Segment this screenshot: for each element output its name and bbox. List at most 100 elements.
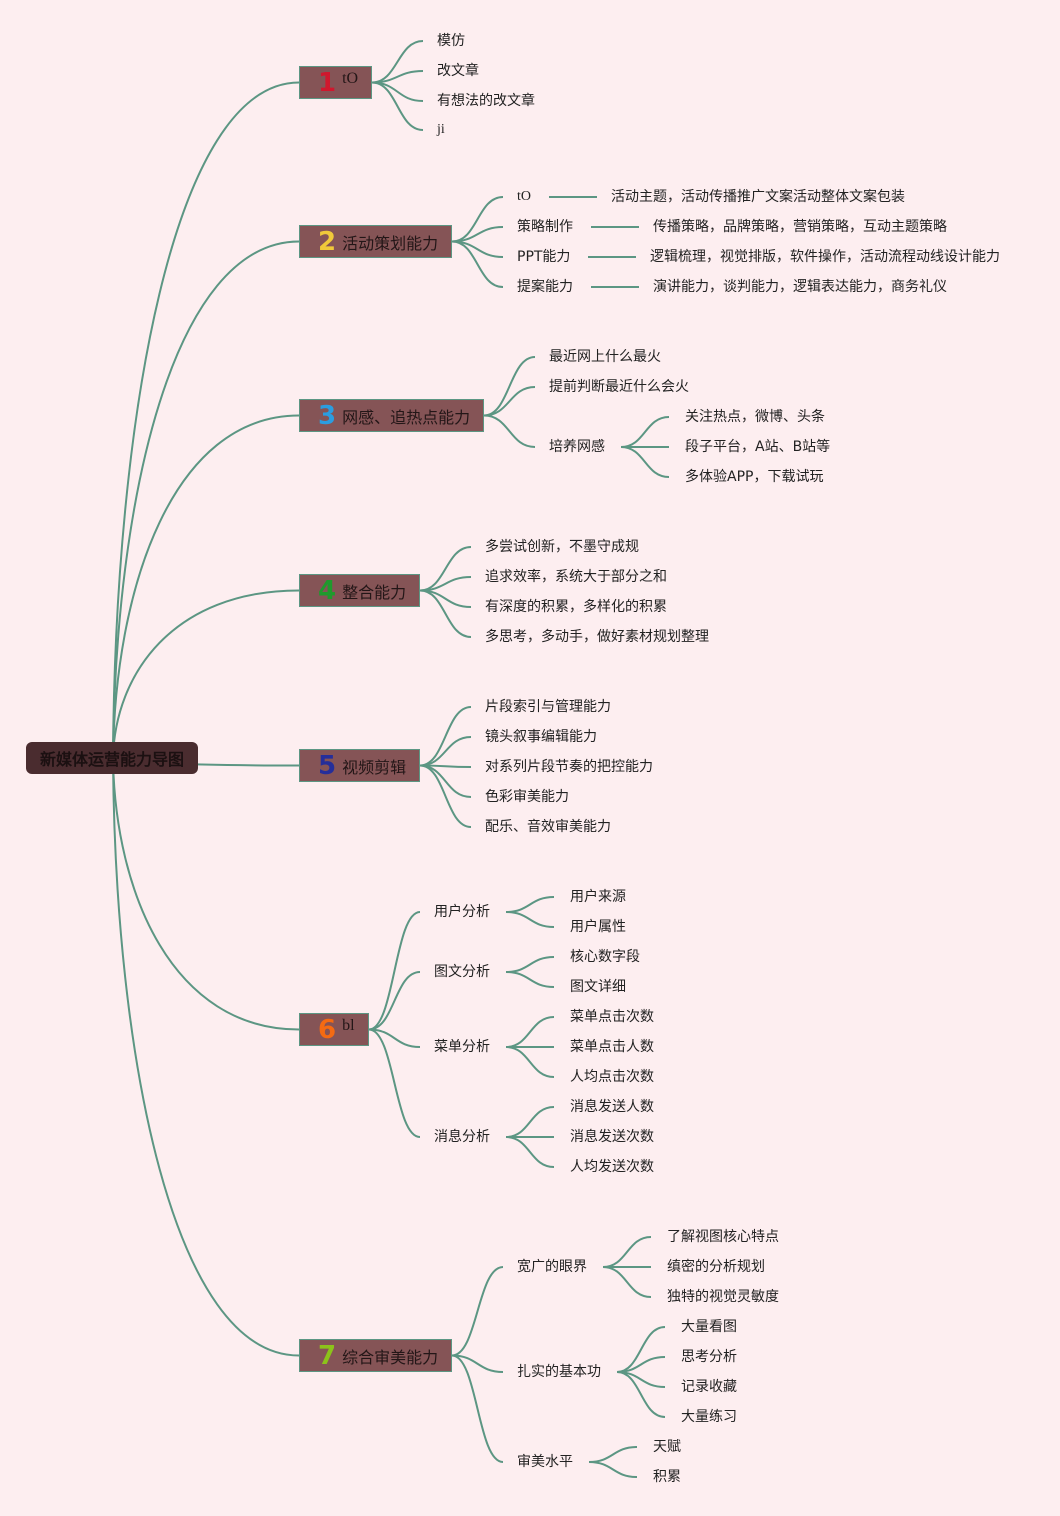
leaf-node[interactable]: 最近网上什么最火 — [549, 349, 661, 365]
leaf-node[interactable]: PPT能力 — [517, 249, 571, 265]
leaf-node[interactable]: 审美水平 — [517, 1454, 573, 1470]
leaf-node[interactable]: 菜单分析 — [434, 1039, 490, 1055]
branch-connector — [419, 764, 472, 828]
leaf-node[interactable]: 提前判断最近什么会火 — [549, 379, 689, 395]
leaf-node[interactable]: 独特的视觉灵敏度 — [667, 1289, 779, 1305]
branch-connector — [419, 764, 472, 798]
leaf-node[interactable]: 配乐、音效审美能力 — [485, 819, 611, 835]
leaf-node[interactable]: 了解视图核心特点 — [667, 1229, 779, 1245]
branch-1[interactable]: 1 tO — [299, 66, 372, 99]
sub-connector — [602, 1236, 652, 1268]
leaf-node[interactable]: 扎实的基本功 — [517, 1364, 601, 1380]
leaf-node[interactable]: ji — [437, 122, 445, 137]
leaf-node[interactable]: 片段索引与管理能力 — [485, 699, 611, 715]
leaf-node[interactable]: 天赋 — [653, 1439, 681, 1455]
leaf-node[interactable]: 菜单点击人数 — [570, 1039, 654, 1055]
leaf-node[interactable]: 宽广的眼界 — [517, 1259, 587, 1275]
branch-4[interactable]: 4 整合能力 — [299, 574, 420, 607]
trunk-connector — [112, 81, 300, 759]
branch-label: bl — [342, 1017, 355, 1034]
sub-connector — [602, 1266, 652, 1298]
branch-7[interactable]: 7 综合审美能力 — [299, 1339, 452, 1372]
root-node[interactable]: 新媒体运营能力导图 — [26, 742, 198, 774]
leaf-node[interactable]: 消息分析 — [434, 1129, 490, 1145]
detail-node[interactable]: 逻辑梳理，视觉排版，软件操作，活动流程动线设计能力 — [650, 249, 1000, 265]
branch-connector — [368, 1028, 421, 1138]
leaf-node[interactable]: 培养网感 — [549, 439, 605, 455]
branch-connector — [451, 240, 504, 288]
leaf-node[interactable]: 色彩审美能力 — [485, 789, 569, 805]
number-badge-6: 6 — [318, 1014, 337, 1045]
leaf-node[interactable]: 对系列片段节奏的把控能力 — [485, 759, 653, 775]
branch-connector — [368, 1028, 421, 1048]
trunk-connector — [112, 589, 300, 759]
sub-connector — [588, 1461, 638, 1478]
sub-connector — [616, 1371, 666, 1418]
leaf-node[interactable]: 图文分析 — [434, 964, 490, 980]
root-label: 新媒体运营能力导图 — [39, 750, 184, 769]
number-badge-3: 3 — [318, 400, 337, 431]
leaf-node[interactable]: 多思考，多动手，做好素材规划整理 — [485, 629, 709, 645]
branch-connector — [483, 356, 536, 417]
leaf-node[interactable]: 有想法的改文章 — [437, 93, 535, 109]
leaf-node[interactable]: 图文详细 — [570, 979, 626, 995]
leaf-node[interactable]: 用户来源 — [570, 889, 626, 905]
number-badge-1: 1 — [318, 67, 337, 98]
leaf-node[interactable]: 人均点击次数 — [570, 1069, 654, 1085]
branch-connector — [451, 1354, 504, 1373]
leaf-node[interactable]: 思考分析 — [681, 1349, 737, 1365]
branch-label: 网感、追热点能力 — [342, 407, 471, 427]
leaf-node[interactable]: 缜密的分析规划 — [667, 1259, 765, 1275]
leaf-node[interactable]: 记录收藏 — [681, 1379, 737, 1395]
detail-node[interactable]: 活动主题，活动传播推广文案活动整体文案包装 — [611, 189, 905, 205]
leaf-node[interactable]: 追求效率，系统大于部分之和 — [485, 569, 667, 585]
number-badge-5: 5 — [318, 750, 337, 781]
leaf-node[interactable]: 大量练习 — [681, 1409, 737, 1425]
detail-node[interactable]: 演讲能力，谈判能力，逻辑表达能力，商务礼仪 — [653, 279, 947, 295]
leaf-node[interactable]: 消息发送人数 — [570, 1099, 654, 1115]
leaf-node[interactable]: 改文章 — [437, 63, 479, 79]
trunk-connector — [112, 757, 300, 1357]
branch-label: 活动策划能力 — [342, 233, 439, 253]
sub-connector — [505, 956, 555, 973]
leaf-node[interactable]: 镜头叙事编辑能力 — [485, 729, 597, 745]
branch-5[interactable]: 5 视频剪辑 — [299, 749, 420, 782]
leaf-node[interactable]: 积累 — [653, 1469, 681, 1485]
sub-connector — [505, 896, 555, 913]
branch-connector — [419, 706, 472, 767]
branch-label: 视频剪辑 — [342, 757, 407, 777]
branch-connector — [368, 971, 421, 1031]
branch-6[interactable]: 6 bl — [299, 1013, 369, 1046]
leaf-node[interactable]: 多尝试创新，不墨守成规 — [485, 539, 639, 555]
leaf-node[interactable]: 菜单点击次数 — [570, 1009, 654, 1025]
leaf-node[interactable]: tO — [517, 189, 531, 204]
sub-connector — [620, 446, 670, 478]
leaf-node[interactable]: 核心数字段 — [570, 949, 640, 965]
branch-connector — [483, 386, 536, 417]
sub-connector — [505, 1046, 555, 1078]
leaf-node[interactable]: 关注热点，微博、头条 — [685, 409, 825, 425]
sub-connector — [505, 971, 555, 988]
sub-connector — [620, 416, 670, 448]
branch-3[interactable]: 3 网感、追热点能力 — [299, 399, 484, 432]
leaf-node[interactable]: 用户分析 — [434, 904, 490, 920]
leaf-node[interactable]: 有深度的积累，多样化的积累 — [485, 599, 667, 615]
sub-connector — [505, 1136, 555, 1168]
leaf-node[interactable]: 提案能力 — [517, 279, 573, 295]
number-badge-4: 4 — [318, 575, 337, 606]
trunk-connector — [112, 757, 300, 1031]
leaf-node[interactable]: 人均发送次数 — [570, 1159, 654, 1175]
branch-connector — [483, 414, 536, 448]
leaf-node[interactable]: 用户属性 — [570, 919, 626, 935]
detail-node[interactable]: 传播策略，品牌策略，营销策略，互动主题策略 — [653, 219, 947, 235]
leaf-node[interactable]: 模仿 — [437, 33, 465, 49]
leaf-node[interactable]: 段子平台，A站、B站等 — [685, 439, 831, 455]
leaf-node[interactable]: 多体验APP，下载试玩 — [685, 469, 824, 485]
branch-label: tO — [342, 70, 359, 87]
branch-2[interactable]: 2 活动策划能力 — [299, 225, 452, 258]
leaf-node[interactable]: 大量看图 — [681, 1319, 737, 1335]
leaf-node[interactable]: 消息发送次数 — [570, 1129, 654, 1145]
leaf-node[interactable]: 策略制作 — [517, 219, 573, 235]
number-badge-2: 2 — [318, 226, 337, 257]
